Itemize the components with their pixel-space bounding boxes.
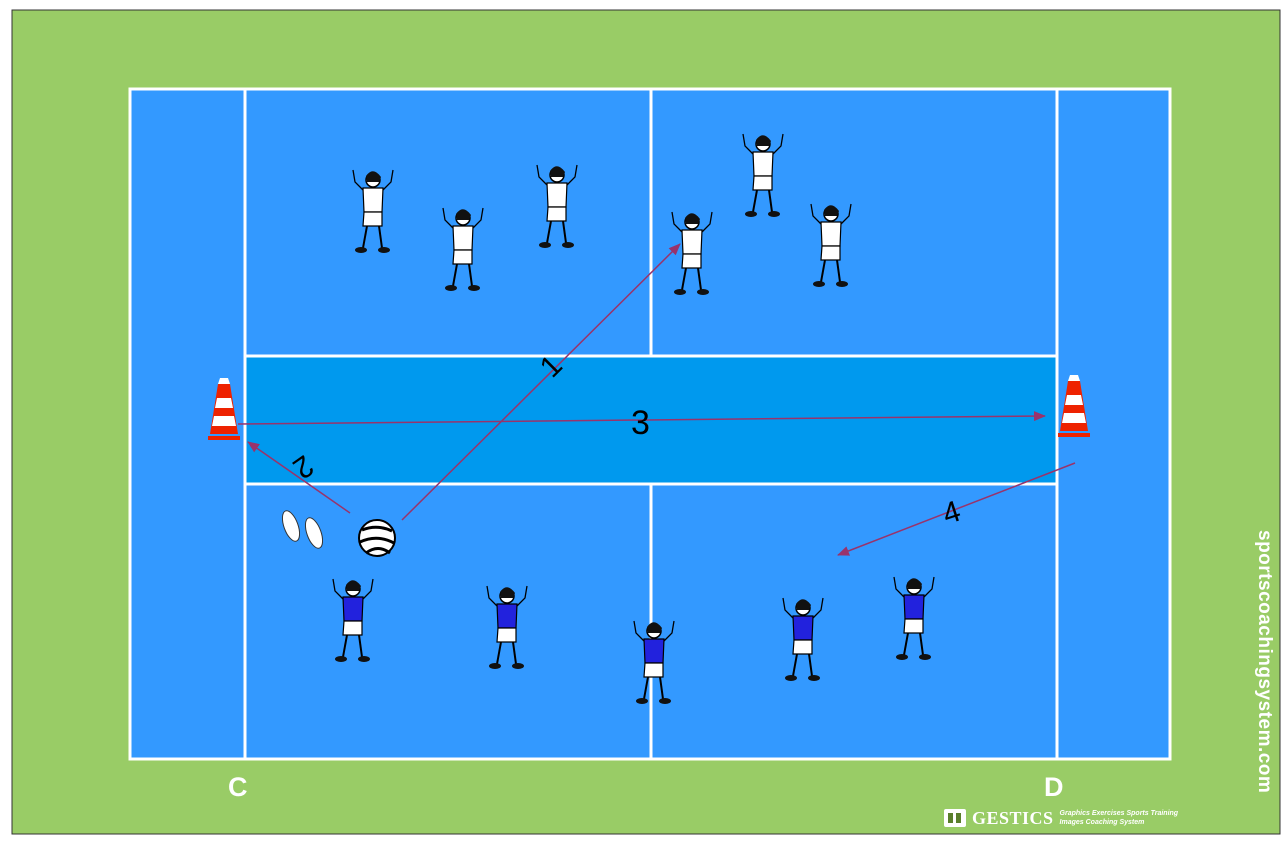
logo-icon [944,809,966,827]
gestics-logo: GESTICS Graphics Exercises Sports Traini… [944,805,1178,831]
ball-icon [359,520,395,556]
logo-tagline: Graphics Exercises Sports Training Image… [1060,809,1179,827]
corner-label-left: C [228,772,248,803]
logo-tagline-2: Images Coaching System [1060,818,1179,827]
watermark: sportscoachingsystem.com [1253,530,1275,793]
corner-label-right: D [1044,772,1064,803]
logo-name: GESTICS [972,808,1054,829]
arrow-label-3: 3 [631,404,650,442]
logo-tagline-1: Graphics Exercises Sports Training [1060,809,1179,818]
